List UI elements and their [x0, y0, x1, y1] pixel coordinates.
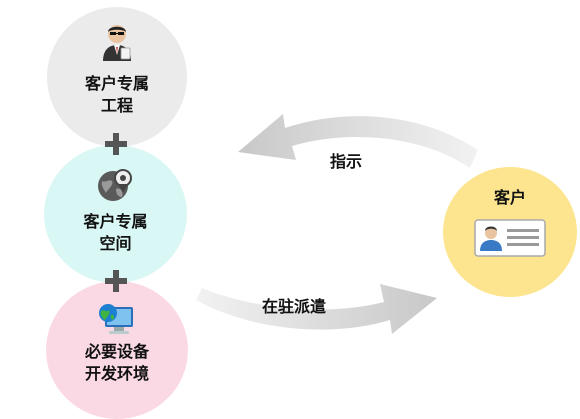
environment-node: 必要设备 开发环境	[46, 281, 188, 419]
plus-icon	[105, 270, 127, 292]
dispatch-label: 在驻派遣	[262, 297, 327, 316]
space-node: 客户专属 空间	[44, 145, 187, 283]
engineer-node: 客户专属 工程	[47, 7, 187, 147]
globe-pin-icon	[96, 167, 136, 207]
engineer-label: 客户专属 工程	[84, 74, 149, 115]
dispatch-arrow	[196, 284, 437, 334]
computer-globe-icon	[97, 301, 137, 339]
plus-icon	[105, 133, 127, 155]
client-node: 客户	[443, 167, 577, 297]
space-label: 客户专属 空间	[83, 212, 148, 253]
instruct-arrow	[238, 114, 478, 168]
instruct-label: 指示	[330, 152, 363, 171]
environment-label: 必要设备 开发环境	[84, 342, 149, 383]
id-card-icon	[474, 219, 546, 261]
client-label: 客户	[493, 188, 526, 207]
engineer-icon	[100, 21, 134, 65]
